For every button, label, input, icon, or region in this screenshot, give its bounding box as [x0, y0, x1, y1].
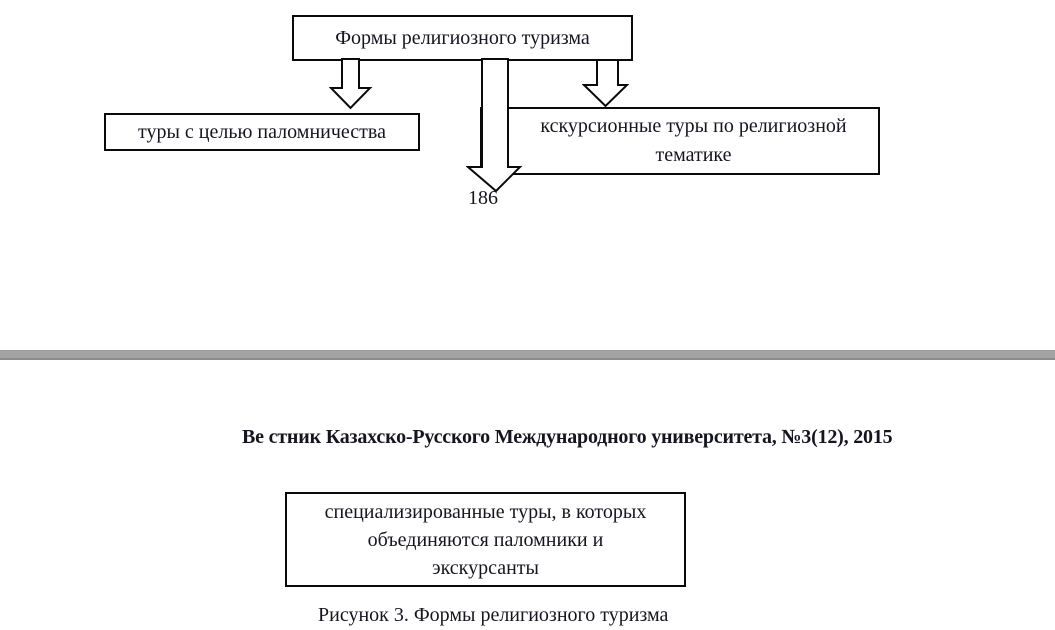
pilgrimage-tours-text: туры с целью паломничества	[138, 120, 386, 143]
pilgrimage-tours-box: туры с целью паломничества	[104, 113, 420, 151]
excursion-tours-line1: кскурсионные туры по религиозной	[540, 115, 847, 137]
down-arrow-icon-left	[329, 58, 373, 110]
down-arrow-icon-right	[582, 59, 630, 108]
specialized-tours-line3: экскурсанты	[431, 556, 539, 579]
specialized-tours-line1: специализированные туры, в которых	[324, 500, 647, 523]
page-divider	[0, 350, 1055, 360]
excursion-tours-line2: тематике	[655, 144, 732, 166]
figure-caption: Рисунок 3. Формы религиозного туризма	[318, 604, 669, 626]
page-number: 186	[468, 187, 498, 209]
long-down-arrow-icon-middle	[466, 58, 523, 193]
excursion-tours-text: кскурсионные туры по религиозной тематик…	[509, 109, 878, 170]
specialized-tours-box: специализированные туры, в которых объед…	[285, 492, 686, 587]
journal-header: Ве стник Казахско-Русского Международног…	[242, 426, 893, 448]
diagram-title-text: Формы религиозного туризма	[335, 26, 590, 49]
excursion-tours-box: кскурсионные туры по религиозной тематик…	[480, 107, 880, 175]
diagram-title-box: Формы религиозного туризма	[292, 15, 633, 61]
specialized-tours-text: специализированные туры, в которых объед…	[325, 498, 647, 582]
specialized-tours-line2: объединяются паломники и	[367, 528, 604, 551]
